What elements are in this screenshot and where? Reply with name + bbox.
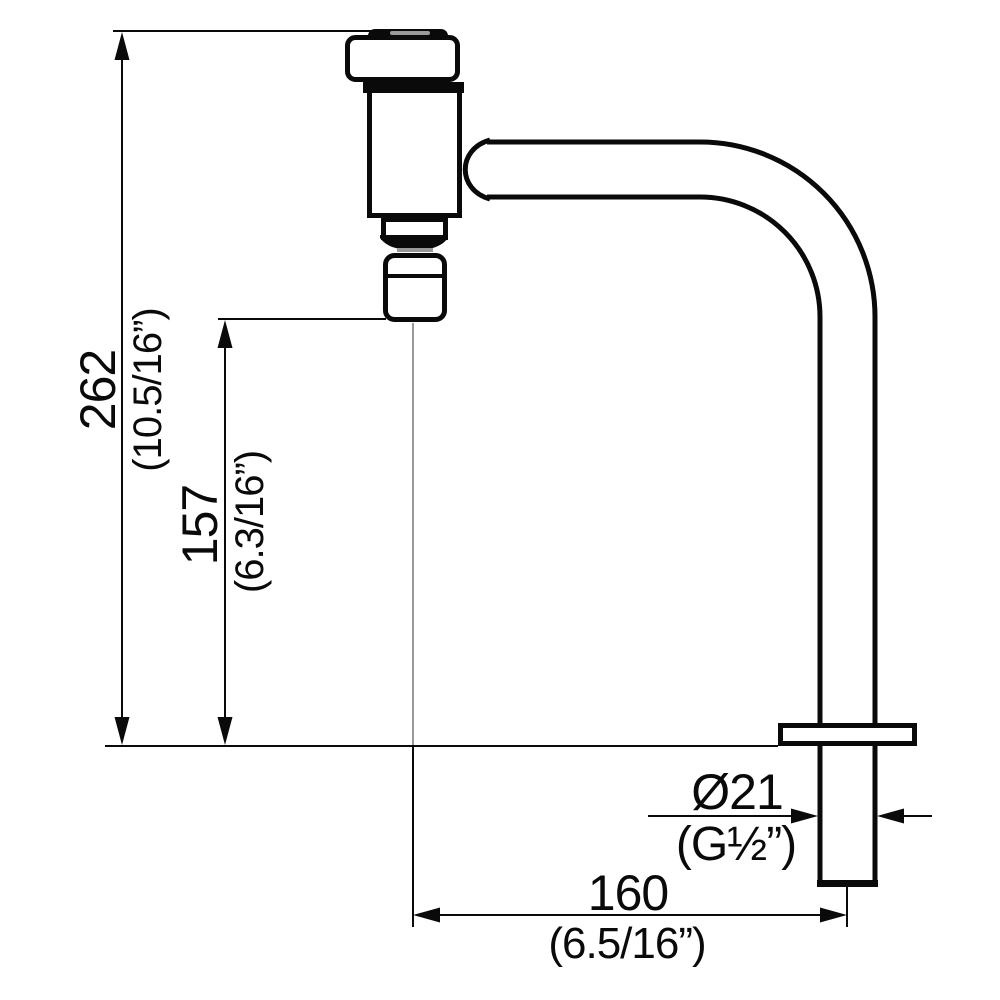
arrow-down-icon [114,717,130,745]
valve-body [367,87,462,218]
spout-pipe [430,142,875,884]
arrow-up-icon [114,32,130,60]
dim-inlet-diameter [648,808,932,824]
escutcheon-flange [778,723,917,746]
dim-spout-reach-inch: (6.5/16”) [548,919,706,968]
dim-inlet-thread-size: (G½”) [675,818,797,871]
dim-total-height-inch: (10.5/16”) [126,308,170,472]
arrow-right-icon [791,808,818,824]
spout-pipe-outline [487,139,878,884]
dim-total-height [113,30,372,745]
flare-joint [380,235,448,250]
outlet-neck [381,217,448,240]
valve-body-top-ring [363,82,464,93]
push-button-dome-highlight [390,31,430,35]
faucet-figure [105,29,917,887]
spout-joint-bulge [462,137,491,202]
arrow-left-icon [413,907,440,923]
dim-outlet-height [217,318,386,745]
arrow-left-icon [877,808,904,824]
button-cap [345,35,460,82]
arrow-up-icon [217,320,233,348]
aerator [383,253,447,322]
dim-spout-reach [412,746,848,927]
dim-outlet-height-inch: (6.3/16”) [228,450,272,594]
dim-outlet-height-mm: 157 [172,484,228,566]
dim-inlet-diameter-value: Ø21 [691,764,784,820]
arrow-right-icon [820,907,847,923]
flare-joint-highlight [397,248,433,252]
dim-spout-reach-mm: 160 [587,865,669,921]
arrow-down-icon [217,717,233,745]
dim-total-height-mm: 262 [70,349,126,431]
